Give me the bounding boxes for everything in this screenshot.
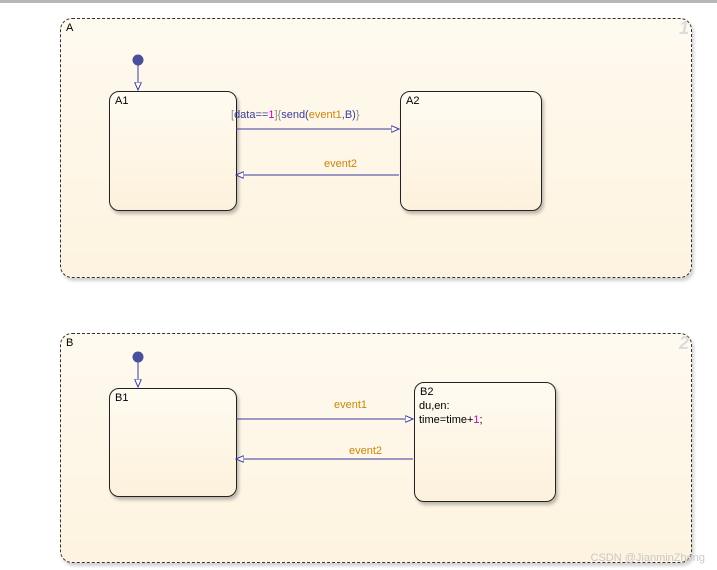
state-b-order: 2: [678, 333, 689, 353]
action-event: event1: [308, 109, 342, 121]
label-a2-to-a1[interactable]: event2: [324, 158, 358, 170]
label-a1-to-a2[interactable]: [data==1]{send(event1,B)}: [231, 109, 360, 121]
state-a2[interactable]: A2: [400, 91, 542, 211]
state-b2-label: B2: [420, 386, 434, 398]
state-a-order: 1: [678, 18, 689, 38]
cond-var: data==: [234, 109, 269, 121]
state-b-label: B: [66, 337, 74, 349]
state-a1-label: A1: [115, 95, 129, 107]
state-b2[interactable]: B2 du,en: time=time+1;: [414, 382, 556, 502]
action-open: {: [277, 109, 282, 121]
default-transition-dot-b[interactable]: [132, 351, 144, 363]
action-num: 1: [473, 414, 480, 426]
state-a2-label: A2: [406, 95, 420, 107]
state-b2-entry-action: du,en:: [419, 400, 450, 412]
state-b2-time-action: time=time+1;: [419, 414, 483, 426]
cond-open: [: [231, 109, 235, 121]
state-a1[interactable]: A1: [109, 91, 237, 211]
watermark: CSDN @JianminZheng: [590, 552, 706, 564]
label-b1-to-b2[interactable]: event1: [334, 399, 368, 411]
cond-close: ]: [274, 109, 278, 121]
action-sep: ,B): [341, 109, 356, 121]
state-a-label: A: [66, 22, 74, 34]
action-end: ;: [479, 414, 483, 426]
action-close: }: [355, 109, 360, 121]
state-b1[interactable]: B1: [109, 388, 237, 497]
top-border: [0, 0, 717, 3]
default-transition-dot-a[interactable]: [132, 54, 144, 66]
state-b1-label: B1: [115, 392, 129, 404]
action-func: send(: [281, 109, 309, 121]
label-b2-to-b1[interactable]: event2: [349, 445, 383, 457]
cond-num: 1: [268, 109, 275, 121]
action-var: time=time+: [419, 414, 474, 426]
